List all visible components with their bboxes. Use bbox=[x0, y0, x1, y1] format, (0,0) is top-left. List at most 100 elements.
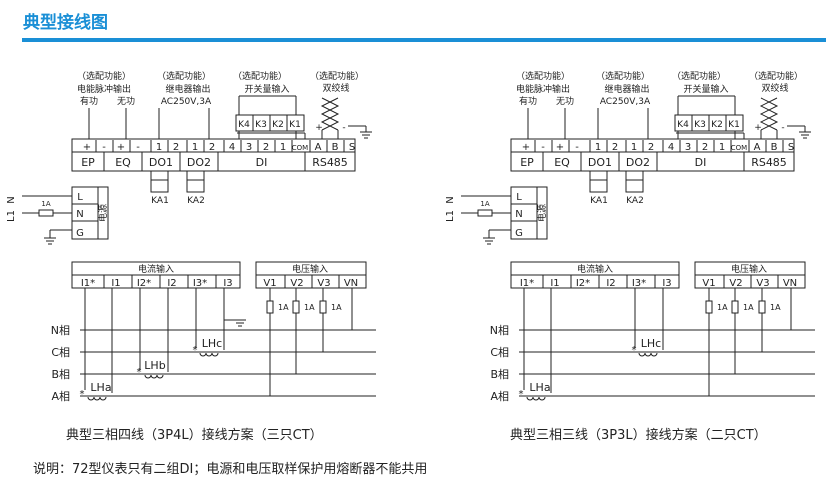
l-top-terminal-7: 2 bbox=[209, 142, 215, 153]
l-vtap-fuse-1-label: 1A bbox=[304, 303, 315, 312]
r-current-terminal-i3: I3 bbox=[662, 278, 671, 289]
l-top-terminal-3: - bbox=[136, 142, 140, 153]
l-top-terminal-13: A bbox=[315, 142, 322, 153]
r-top-terminal-2: + bbox=[556, 142, 564, 153]
l-b_phase-label: B相 bbox=[51, 368, 70, 381]
r-top-terminal-7: 2 bbox=[648, 142, 654, 153]
l-cta-coil-loop bbox=[87, 396, 95, 401]
r-switch-in-label: 开关量输入 bbox=[683, 83, 728, 95]
l-power-l: L bbox=[77, 192, 83, 203]
r-cta-coil-loop bbox=[532, 396, 540, 401]
l-opt-func-4: （选配功能） bbox=[310, 70, 364, 82]
r-top-terminal-6: 1 bbox=[631, 142, 637, 153]
r-vtap-fuse-0 bbox=[705, 300, 713, 314]
r-group-do1: DO1 bbox=[588, 156, 612, 169]
r-ka1-box bbox=[589, 179, 608, 193]
r-top-terminal-10: 2 bbox=[702, 142, 708, 153]
l-group-di: DI bbox=[256, 156, 268, 169]
l-opt-func-1: （选配功能） bbox=[77, 70, 131, 82]
r-reactive-label: 无功 bbox=[556, 96, 574, 107]
l-voltage-terminal-v1: V1 bbox=[263, 278, 276, 289]
r-rs485-plus: + bbox=[754, 123, 762, 133]
r-current-terminal-i2s: I2* bbox=[576, 278, 590, 289]
l-lhb-label: LHb bbox=[144, 359, 165, 372]
r-top-terminal-14: B bbox=[771, 142, 778, 153]
r-ctc-coil-loop bbox=[650, 352, 658, 357]
l-current-terminal-i1: I1 bbox=[111, 278, 120, 289]
r-k2-label: K2 bbox=[711, 120, 723, 130]
l-top-terminal-9: 3 bbox=[246, 142, 252, 153]
r-voltage-in-label: 电压输入 bbox=[731, 263, 767, 275]
l-group-ep: EP bbox=[81, 156, 95, 169]
r-top-terminal-4: 1 bbox=[595, 142, 601, 153]
r-top-terminal-13: A bbox=[754, 142, 761, 153]
l-ctc-star: * bbox=[193, 345, 198, 356]
l-top-terminal-4: 1 bbox=[156, 142, 162, 153]
l-ctb-coil-loop bbox=[144, 374, 152, 379]
title-underline bbox=[22, 38, 826, 42]
r-vtap-fuse-2-label: 1A bbox=[770, 303, 781, 312]
r-relay-out-label: 继电器输出 bbox=[604, 83, 649, 95]
r-group-eq: EQ bbox=[554, 156, 570, 169]
l-pulse-out-label: 电能脉冲输出 bbox=[77, 83, 131, 95]
r-power-g: G bbox=[515, 228, 523, 239]
l-ctc-coil-loop bbox=[199, 352, 207, 357]
l-ctb-coil-loop bbox=[150, 374, 158, 379]
r-group-do2: DO2 bbox=[626, 156, 650, 169]
r-opt-func-4: （选配功能） bbox=[749, 70, 803, 82]
page-title: 典型接线图 bbox=[23, 13, 108, 33]
l-k3-label: K3 bbox=[255, 120, 267, 130]
r-opt-func-1: （选配功能） bbox=[516, 70, 570, 82]
l-vtap-fuse-2-label: 1A bbox=[331, 303, 342, 312]
r-top-terminal-8: 4 bbox=[668, 142, 674, 153]
r-cta-coil-loop bbox=[538, 396, 546, 401]
l-voltage-in-label: 电压输入 bbox=[292, 263, 328, 275]
l-top-terminal-14: B bbox=[332, 142, 339, 153]
r-k3-label: K3 bbox=[694, 120, 706, 130]
l-a_phase-label: A相 bbox=[51, 390, 70, 403]
l-power-n: N bbox=[76, 209, 83, 220]
l-lhc-label: LHc bbox=[202, 337, 222, 350]
r-ctc-coil-loop bbox=[638, 352, 646, 357]
l-active-label: 有功 bbox=[80, 95, 98, 107]
l-vtap-fuse-2 bbox=[319, 300, 327, 314]
r-top-terminal-9: 3 bbox=[685, 142, 691, 153]
l-voltage-terminal-v3: V3 bbox=[317, 278, 330, 289]
r-voltage-terminal-vn: VN bbox=[783, 278, 797, 289]
l-current-terminal-i3: I3 bbox=[223, 278, 232, 289]
r-twisted-b bbox=[759, 97, 779, 131]
l-current-terminal-i1s: I1* bbox=[81, 278, 95, 289]
l-group-do1: DO1 bbox=[149, 156, 173, 169]
r-power-label-box bbox=[536, 186, 548, 240]
r-k1-box bbox=[725, 114, 744, 132]
r-current-terminal-i3s: I3* bbox=[632, 278, 646, 289]
l-twisted-a bbox=[320, 97, 340, 131]
l-current-in-label: 电流输入 bbox=[138, 263, 174, 275]
l-k2-label: K2 bbox=[272, 120, 284, 130]
r-top-terminal-3: - bbox=[575, 142, 579, 153]
footer-note: 说明：72型仪表只有二组DI；电源和电压取样保护用熔断器不能共用 bbox=[33, 462, 428, 477]
r-c_phase-label: C相 bbox=[490, 346, 509, 359]
l-cta-star: * bbox=[80, 389, 85, 400]
r-active-label: 有功 bbox=[519, 95, 537, 107]
l-power-label: 电源 bbox=[97, 204, 109, 222]
l-twisted-pair-label: 双绞线 bbox=[322, 82, 349, 94]
r-lhc-label: LHc bbox=[641, 337, 661, 350]
r-cta-star: * bbox=[519, 389, 524, 400]
r-top-terminal-1: - bbox=[541, 142, 545, 153]
r-vtap-fuse-1-label: 1A bbox=[743, 303, 754, 312]
r-voltage-terminal-v2: V2 bbox=[729, 278, 742, 289]
r-lha-label: LHa bbox=[529, 381, 550, 394]
r-a_phase-label: A相 bbox=[490, 390, 509, 403]
l-ka2-label: KA2 bbox=[187, 196, 205, 206]
l-twisted-b bbox=[320, 97, 340, 131]
r-power-n: N bbox=[515, 209, 522, 220]
r-group-rs485: RS485 bbox=[751, 156, 787, 169]
r-vtap-fuse-1 bbox=[731, 300, 739, 314]
r-opt-func-3: （选配功能） bbox=[672, 70, 726, 82]
r-cta-coil-loop bbox=[526, 396, 534, 401]
l-rs485-minus: - bbox=[342, 123, 345, 133]
l-reactive-label: 无功 bbox=[117, 96, 135, 107]
r-rs485-minus: - bbox=[781, 123, 784, 133]
l-group-rs485: RS485 bbox=[312, 156, 348, 169]
